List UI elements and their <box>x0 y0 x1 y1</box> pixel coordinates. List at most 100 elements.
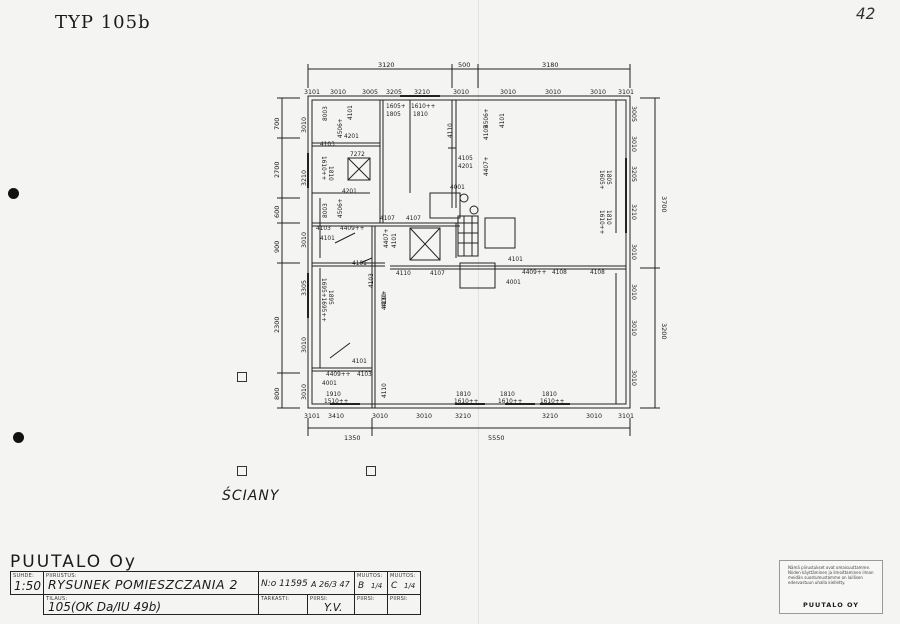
interior-label: 4506+ <box>338 118 344 138</box>
interior-label: 4407+ <box>384 228 390 248</box>
window-label: 1510++ <box>324 399 349 405</box>
wall-label: 3005 <box>362 89 378 96</box>
interior-label: 4409++ <box>340 226 365 232</box>
window-label: 1895 <box>327 290 333 305</box>
window-label: 1805 <box>386 112 401 118</box>
interior-label: 4201 <box>342 189 357 195</box>
drawn-cell: PIIRSI: Y.V. <box>307 594 355 615</box>
ownership-stamp: Nämä piirustukset ovat omaisuuttamme. Ni… <box>779 560 883 614</box>
interior-label: 4110 <box>448 123 454 138</box>
interior-label: 4101 <box>500 113 506 128</box>
interior-label: 4409+ <box>382 290 388 310</box>
wall-label: 3101 <box>618 89 634 96</box>
wall-label: 3010 <box>630 320 637 336</box>
window-label: 1810 <box>327 166 333 181</box>
interior-label: 4409++ <box>326 372 351 378</box>
company-name: PUUTALO Oy <box>10 552 137 572</box>
order-label: TILAUS: <box>46 596 68 602</box>
dim-right-1: 3700 <box>660 196 668 213</box>
type-title: TYP 105b <box>55 12 151 33</box>
wall-label: 3010 <box>630 284 637 300</box>
dim-left-4: 900 <box>273 241 281 253</box>
checkbox[interactable] <box>237 372 247 382</box>
wall-label: 3005 <box>630 106 637 122</box>
interior-label: 4101 <box>352 359 367 365</box>
checkbox[interactable] <box>237 466 247 476</box>
drawn3-label: PIIRSI: <box>390 596 408 602</box>
interior-label: 4103 <box>369 273 375 288</box>
checked-cell: TARKASTI: <box>258 594 308 615</box>
window-label: 1610++ <box>320 156 326 181</box>
change-label: MUUTOS: <box>357 573 383 579</box>
dim-left-3: 600 <box>273 206 281 218</box>
wall-label: 3210 <box>630 204 637 220</box>
wall-label: 3010 <box>301 117 308 133</box>
window-label: 1810 <box>456 392 471 398</box>
window-label: 1810 <box>500 392 515 398</box>
change-b: B <box>358 581 365 591</box>
window-label: 1610++ <box>498 399 523 405</box>
drawing-cell: PIIRUSTUS: RYSUNEK POMIESZCZANIA 2 <box>43 571 259 595</box>
order-value: 105(OK Da/IU 49b) <box>48 600 162 614</box>
title-block: SUHDE: 1:50 PIIRUSTUS: RYSUNEK POMIESZCZ… <box>10 571 421 615</box>
wall-label: 3410 <box>328 413 344 420</box>
interior-label: 4108 <box>552 270 567 276</box>
interior-label: 4103 <box>357 372 372 378</box>
dim-left-1: 700 <box>273 118 281 130</box>
window-label: 1810 <box>605 210 611 225</box>
interior-label: 4110 <box>382 383 388 398</box>
dim-left-2: 2700 <box>273 161 281 178</box>
wall-label: 3305 <box>301 280 308 296</box>
order-cell: TILAUS: 105(OK Da/IU 49b) <box>43 594 259 615</box>
interior-label: 4101 <box>508 257 523 263</box>
interior-label: 4001 <box>506 280 521 286</box>
interior-label: 4110 <box>382 293 388 308</box>
dim-top-2: 500 <box>458 61 470 69</box>
interior-label: 4101 <box>320 236 335 242</box>
dim-right-2: 3200 <box>660 323 668 340</box>
wall-label: 3010 <box>301 232 308 248</box>
wall-label: 3010 <box>586 413 602 420</box>
wall-label: 3101 <box>304 89 320 96</box>
drawn-label: PIIRSI: <box>310 596 328 602</box>
checked-label: TARKASTI: <box>261 596 290 602</box>
interior-label: 4001 <box>450 185 465 191</box>
interior-label: 4506+ <box>484 108 490 128</box>
interior-label: 4107 <box>380 216 395 222</box>
interior-label: 4409++ <box>522 270 547 276</box>
window-label: 1695+1695++ <box>320 278 326 322</box>
interior-label: 8003 <box>323 203 329 218</box>
interior-label: 4407+ <box>484 156 490 176</box>
wall-label: 3101 <box>304 413 320 420</box>
wall-label: 3210 <box>414 89 430 96</box>
punch-hole <box>8 188 19 199</box>
change-label: MUUTOS: <box>390 573 416 579</box>
change-c-cell: MUUTOS: C 1/4 <box>387 571 421 595</box>
change-b-cell: MUUTOS: B 1/4 <box>354 571 388 595</box>
interior-label: 4108 <box>590 270 605 276</box>
window-label: 1605+ <box>598 170 604 190</box>
sheet-fold <box>478 0 479 624</box>
wall-label: 3010 <box>500 89 516 96</box>
window-label: 1610++ <box>598 210 604 235</box>
window-label: 1810 <box>413 112 428 118</box>
scale-cell: SUHDE: 1:50 <box>10 571 44 595</box>
number-cell: N:o 11595 A 26/3 47 <box>258 571 355 595</box>
wall-label: 3010 <box>630 370 637 386</box>
wall-label: 3010 <box>630 136 637 152</box>
checkbox[interactable] <box>366 466 376 476</box>
interior-label: 4001 <box>322 381 337 387</box>
interior-label: 8003 <box>323 106 329 121</box>
window-label: 1910 <box>326 392 341 398</box>
punch-hole <box>13 432 24 443</box>
interior-label: 4101 <box>348 105 354 120</box>
drawing-title: RYSUNEK POMIESZCZANIA 2 <box>48 577 238 592</box>
wall-label: 3210 <box>542 413 558 420</box>
drawn-initials: Y.V. <box>324 601 343 614</box>
drawing-date: A 26/3 47 <box>311 580 350 589</box>
dim-top-1: 3120 <box>378 61 395 69</box>
wall-label: 3205 <box>386 89 402 96</box>
interior-label: 4101 <box>352 261 367 267</box>
interior-label: 4103 <box>320 142 335 148</box>
dim-left-5: 2300 <box>273 316 281 333</box>
